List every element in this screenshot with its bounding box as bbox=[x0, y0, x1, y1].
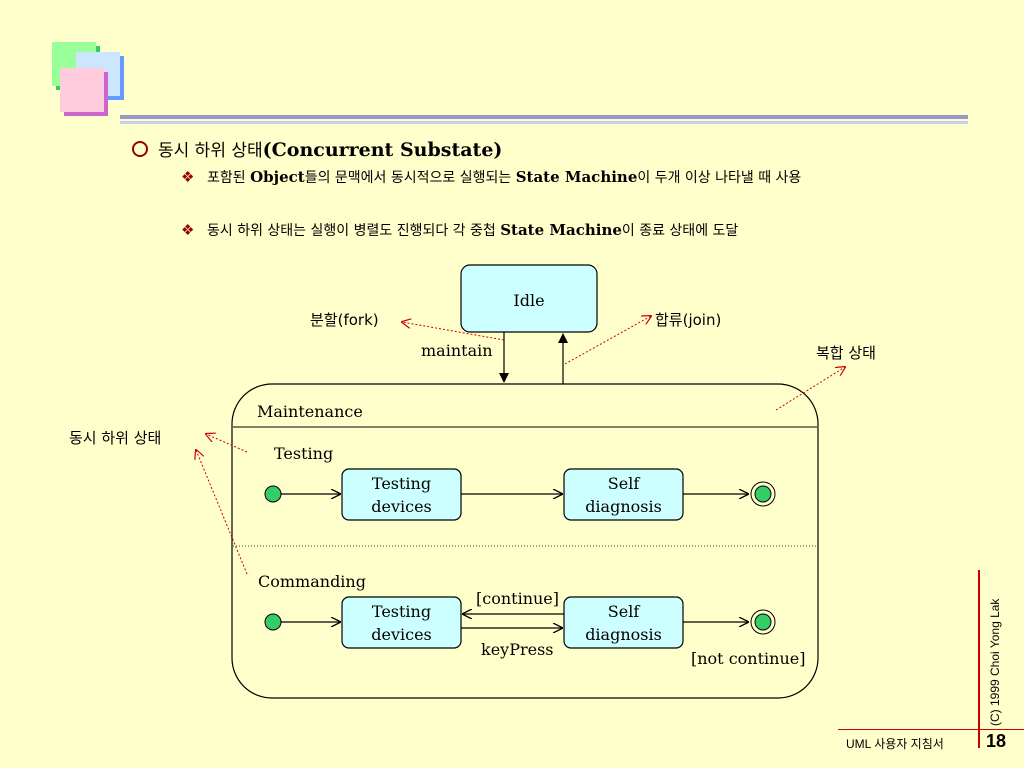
footer-rule-horizontal bbox=[838, 729, 1024, 730]
idle-state bbox=[460, 264, 598, 333]
footer-rule-vertical bbox=[978, 570, 980, 748]
logo-square-pink bbox=[60, 68, 104, 112]
maintenance-label: Maintenance bbox=[257, 402, 363, 421]
final-state-core bbox=[754, 613, 772, 631]
fork-label: 분할(fork) bbox=[310, 311, 379, 329]
footer-doc-title: UML 사용자 지침서 bbox=[846, 737, 944, 751]
keypress-label: keyPress bbox=[481, 640, 554, 659]
composite-annotation-arrow bbox=[775, 367, 845, 411]
join-annotation-arrow bbox=[564, 316, 651, 365]
composite-state-label: 복합 상태 bbox=[816, 344, 876, 362]
initial-state-testing bbox=[264, 485, 282, 503]
copyright: (C) 1999 Choi Yong Lak bbox=[988, 598, 1002, 726]
diamond-bullet-icon: ❖ bbox=[181, 221, 195, 239]
header-rule bbox=[120, 115, 968, 119]
page-number: 18 bbox=[986, 731, 1007, 751]
substate-annotation-arrow bbox=[206, 434, 248, 453]
final-state-commanding bbox=[750, 609, 776, 635]
concurrent-substate-label: 동시 하위 상태 bbox=[69, 429, 162, 447]
not-continue-guard-label: [not continue] bbox=[691, 649, 806, 668]
slide-title: 동시 하위 상태(Concurrent Substate) bbox=[132, 136, 502, 161]
diamond-bullet-icon: ❖ bbox=[181, 168, 195, 186]
fork-annotation-arrow bbox=[402, 322, 505, 341]
testing-region-label: Testing bbox=[274, 444, 334, 463]
initial-state-commanding bbox=[264, 613, 282, 631]
circle-bullet-icon bbox=[132, 141, 148, 157]
header-rule-shadow bbox=[120, 121, 968, 124]
testing-devices-state bbox=[341, 596, 462, 649]
commanding-region-label: Commanding bbox=[258, 572, 366, 591]
bullet-item: ❖ 동시 하위 상태는 실행이 병렬도 진행되다 각 중첩 State Mach… bbox=[181, 221, 739, 239]
idle-label: Idle bbox=[513, 291, 545, 310]
bullet-item: ❖ 포함된 Object들의 문맥에서 동시적으로 실행되는 State Mac… bbox=[181, 168, 802, 186]
final-state-core bbox=[754, 485, 772, 503]
join-label: 합류(join) bbox=[655, 311, 722, 329]
maintain-label: maintain bbox=[421, 341, 493, 360]
final-state-testing bbox=[750, 481, 776, 507]
continue-guard-label: [continue] bbox=[476, 589, 560, 608]
